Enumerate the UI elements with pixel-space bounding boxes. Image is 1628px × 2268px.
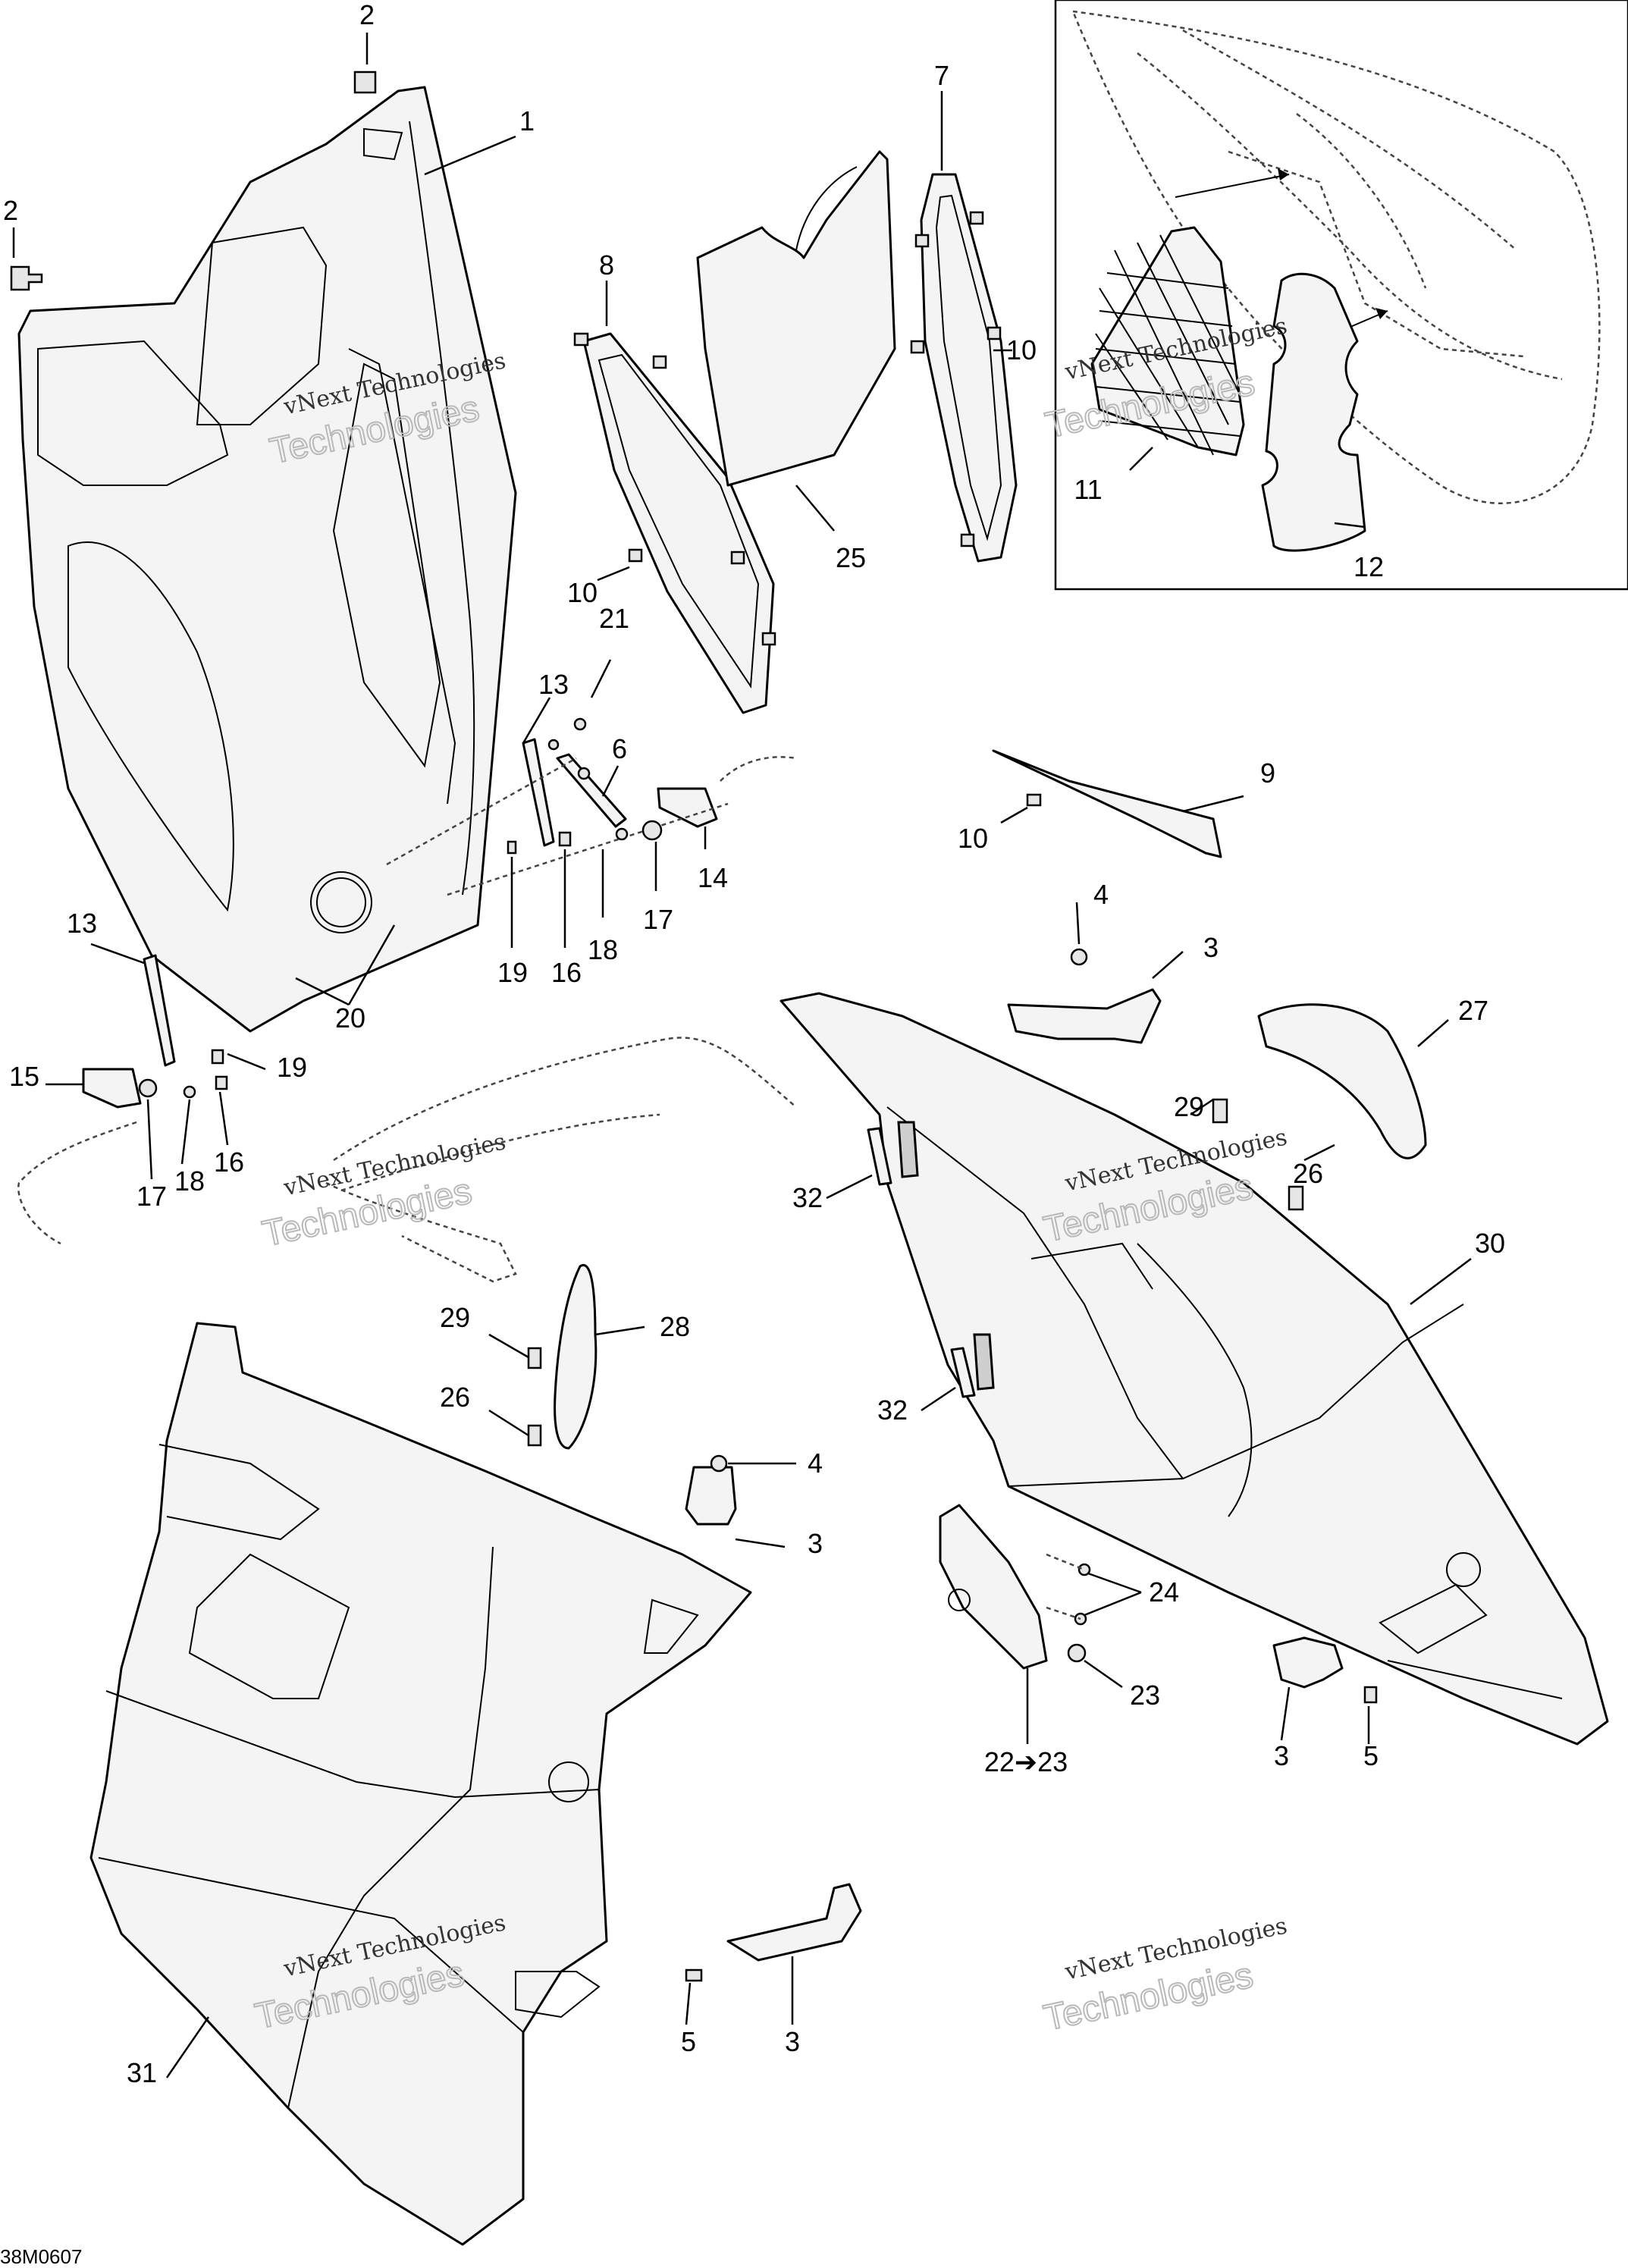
callout-l25: 25 xyxy=(836,542,866,573)
part-8-vent-frame xyxy=(573,332,776,714)
callout-l19a: 19 xyxy=(497,957,528,988)
callout-l10a: 10 xyxy=(1006,334,1037,365)
callout-l2b: 2 xyxy=(3,195,18,226)
callout-l12: 12 xyxy=(1354,551,1384,582)
callout-l16b: 16 xyxy=(214,1147,244,1178)
callout-l30: 30 xyxy=(1475,1228,1505,1259)
callout-l9: 9 xyxy=(1260,758,1275,789)
part-12-foam xyxy=(1261,272,1366,552)
frame-reference-dashed xyxy=(325,1037,797,1283)
callout-l10b: 10 xyxy=(567,577,598,608)
part-3-handle-right xyxy=(1272,1636,1378,1704)
callout-l3b: 3 xyxy=(808,1528,823,1559)
callout-l6: 6 xyxy=(612,733,627,764)
part-30-right-side-panel xyxy=(779,992,1609,1746)
callout-l4b: 4 xyxy=(808,1448,823,1479)
part-11-filter-mesh xyxy=(1090,226,1245,456)
part-27-trim xyxy=(1212,1003,1427,1211)
part-3-handle-lower xyxy=(685,1883,862,1982)
callout-l28: 28 xyxy=(660,1311,690,1342)
callout-l26b: 26 xyxy=(440,1382,470,1413)
callout-l10c: 10 xyxy=(958,823,988,854)
callout-labels: 2127810102511121321691014171816191320432… xyxy=(3,0,1505,2088)
part-2-clip-top xyxy=(353,71,377,94)
callout-l20: 20 xyxy=(335,1002,365,1034)
callout-l24: 24 xyxy=(1149,1576,1179,1608)
part-25-foam-panel xyxy=(696,150,896,487)
callout-l17b: 17 xyxy=(136,1181,167,1212)
watermark-3: vNext Technologies Technologies xyxy=(259,1128,509,1255)
callout-l3d: 3 xyxy=(785,2026,800,2057)
part-9-deflector xyxy=(992,749,1222,858)
part-3-handle-upper xyxy=(1007,948,1162,1044)
bracket-assembly-upper xyxy=(386,717,797,896)
callout-l32b: 32 xyxy=(877,1394,908,1426)
callout-l21: 21 xyxy=(599,603,629,634)
callout-l5b: 5 xyxy=(681,2026,696,2057)
inset-panel xyxy=(1054,0,1628,591)
callout-l13b: 13 xyxy=(67,908,97,939)
callout-l31: 31 xyxy=(127,2057,157,2088)
callout-l13a: 13 xyxy=(538,669,569,700)
part-28-trim xyxy=(527,1264,598,1450)
callout-l16a: 16 xyxy=(551,957,582,988)
callout-l27: 27 xyxy=(1458,995,1488,1026)
part-32-strip-lower xyxy=(950,1333,995,1398)
callout-l19b: 19 xyxy=(277,1052,307,1083)
part-22-bracket xyxy=(939,1504,1091,1670)
callout-l8: 8 xyxy=(599,249,614,281)
callout-l2a: 2 xyxy=(359,0,375,30)
part-7-vent-frame xyxy=(910,173,1018,563)
callout-l3c: 3 xyxy=(1274,1740,1289,1771)
callout-l1: 1 xyxy=(519,105,535,136)
callout-l29a: 29 xyxy=(1174,1091,1204,1122)
watermark-6: vNext Technologies Technologies xyxy=(1040,1912,1290,2039)
callout-l7: 7 xyxy=(934,60,949,91)
callout-l11: 11 xyxy=(1074,474,1102,505)
part-32-strip-upper xyxy=(867,1121,919,1186)
callout-l32a: 32 xyxy=(792,1182,823,1213)
callout-l4a: 4 xyxy=(1093,879,1109,910)
callout-l2223: 22➔23 xyxy=(984,1746,1068,1777)
callout-l5a: 5 xyxy=(1363,1740,1379,1771)
callout-l23: 23 xyxy=(1130,1680,1160,1711)
callout-l15: 15 xyxy=(9,1061,39,1092)
callout-l18b: 18 xyxy=(174,1165,205,1197)
leader-lines xyxy=(12,33,1472,2078)
callout-l3a: 3 xyxy=(1203,932,1219,963)
drawing-code: 38M0607 xyxy=(0,2245,82,2268)
part-3-handle-middle xyxy=(685,1454,737,1526)
callout-l26a: 26 xyxy=(1293,1158,1323,1189)
part-2-push-rivet xyxy=(10,265,43,291)
callout-l17a: 17 xyxy=(643,904,673,935)
part-1-upper-side-panel xyxy=(17,86,517,1033)
callout-l14: 14 xyxy=(698,862,728,893)
callout-l18a: 18 xyxy=(588,934,618,965)
callout-l29b: 29 xyxy=(440,1302,470,1333)
bracket-assembly-lower xyxy=(17,954,228,1245)
part-31-lower-side-panel xyxy=(89,1322,752,2246)
